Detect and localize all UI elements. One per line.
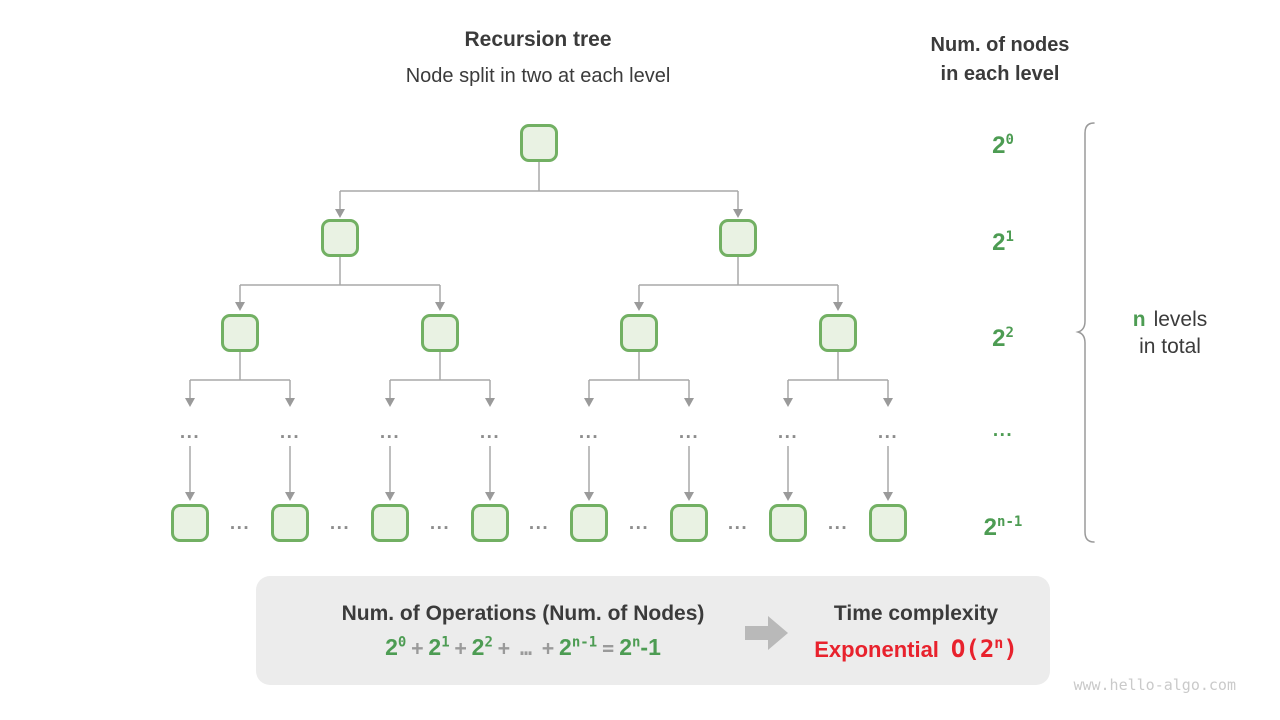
tree-node-root — [520, 124, 558, 162]
summary-box — [256, 576, 1050, 685]
ellipsis: ... — [279, 422, 301, 443]
arrowheads — [185, 209, 893, 501]
tree-node — [869, 504, 907, 542]
plus-operator: + — [411, 636, 424, 660]
ellipsis: ... — [528, 513, 550, 534]
label-base: 2 — [992, 229, 1006, 256]
label-base: 2 — [992, 132, 1006, 159]
level-count-label: 22 — [968, 319, 1038, 353]
ellipsis: ... — [229, 513, 251, 534]
watermark: www.hello-algo.com — [1073, 676, 1236, 694]
ellipsis: ... — [379, 422, 401, 443]
level-count-label: 21 — [968, 223, 1038, 257]
tree-node — [570, 504, 608, 542]
right-column-header: Num. of nodes in each level — [890, 31, 1110, 89]
plus-operator: + — [542, 636, 555, 660]
ellipsis: ... — [777, 422, 799, 443]
ellipsis: ... — [877, 422, 899, 443]
label-exp: n-1 — [997, 514, 1023, 530]
time-complexity-title: Time complexity — [833, 602, 999, 625]
label-exp: 1 — [1005, 229, 1014, 245]
term: 2n-1 — [619, 634, 661, 660]
tree-node — [471, 504, 509, 542]
tree-node — [271, 504, 309, 542]
levels-word: levels — [1153, 308, 1208, 331]
tree-node — [769, 504, 807, 542]
tree-node — [371, 504, 409, 542]
term: 22 — [471, 634, 493, 660]
ellipsis: ... — [727, 513, 749, 534]
operations-title: Num. of Operations (Num. of Nodes) — [341, 602, 705, 625]
label-exp: 2 — [1005, 325, 1014, 341]
term: 21 — [428, 634, 450, 660]
complexity-class: Exponential — [814, 637, 939, 662]
plus-operator: + — [454, 636, 467, 660]
tree-node — [221, 314, 259, 352]
tree-node — [321, 219, 359, 257]
ellipsis: ... — [479, 422, 501, 443]
ellipsis: ... — [578, 422, 600, 443]
ellipsis: ... — [429, 513, 451, 534]
tree-node — [620, 314, 658, 352]
ellipsis: ... — [678, 422, 700, 443]
tree-node — [819, 314, 857, 352]
level-count-label: 2n-1 — [968, 508, 1038, 542]
level-count-ellipsis: ... — [992, 420, 1014, 441]
right-header-line2: in each level — [940, 63, 1060, 85]
complexity-result: Exponential O(2n) — [776, 634, 1056, 663]
brace-line2: in total — [1139, 335, 1201, 358]
tree-node — [670, 504, 708, 542]
label-base: 2 — [992, 325, 1006, 352]
ellipsis: ... — [329, 513, 351, 534]
figure-subtitle: Node split in two at each level — [405, 65, 671, 87]
tree-node — [719, 219, 757, 257]
tree-node — [421, 314, 459, 352]
formula-ellipsis: … — [519, 636, 532, 660]
big-o-notation: O(2n) — [950, 634, 1018, 663]
right-header-line1: Num. of nodes — [930, 34, 1070, 56]
operations-formula: 20+21+22+…+2n-1=2n-1 — [268, 634, 778, 661]
label-exp: 0 — [1005, 132, 1014, 148]
n-variable: n — [1132, 308, 1146, 331]
equals-operator: = — [602, 636, 615, 660]
figure-title: Recursion tree — [464, 28, 612, 51]
ellipsis: ... — [628, 513, 650, 534]
plus-operator: + — [497, 636, 510, 660]
level-count-label: 20 — [968, 126, 1038, 160]
ellipsis: ... — [179, 422, 201, 443]
ellipsis: ... — [827, 513, 849, 534]
label-base: 2 — [983, 514, 998, 541]
brace — [1075, 122, 1095, 543]
term: 20 — [385, 634, 407, 660]
tree-node — [171, 504, 209, 542]
term: 2n-1 — [559, 634, 598, 660]
